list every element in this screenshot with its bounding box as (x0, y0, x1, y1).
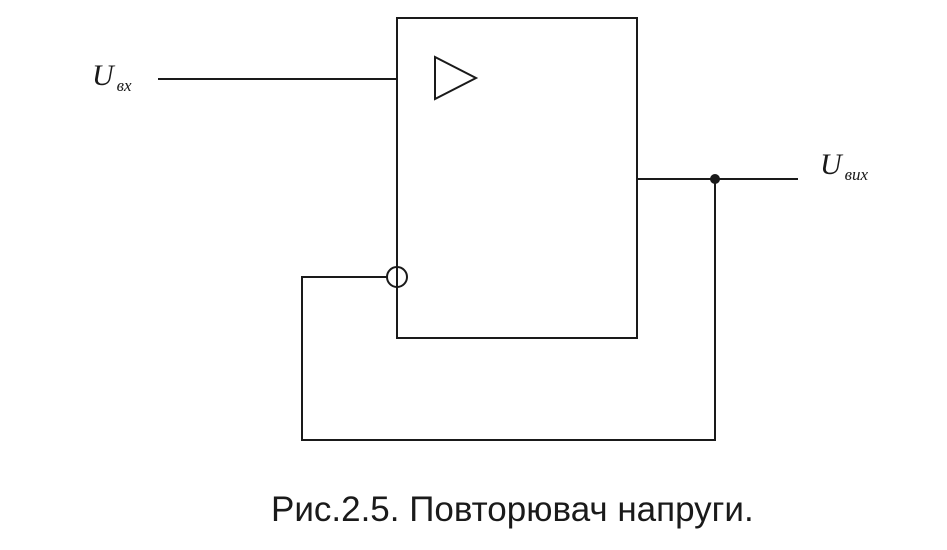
input-voltage-label: U вх (92, 59, 132, 95)
opamp-block (396, 17, 638, 339)
figure-caption: Рис.2.5. Повторювач напруги. (271, 490, 754, 529)
output-voltage-label: U вих (820, 148, 869, 184)
inverting-input-circle (386, 266, 408, 288)
feedback-wire (301, 179, 716, 441)
amplifier-triangle-icon (434, 55, 479, 101)
voltage-follower-schematic: U вх U вих (92, 17, 869, 441)
